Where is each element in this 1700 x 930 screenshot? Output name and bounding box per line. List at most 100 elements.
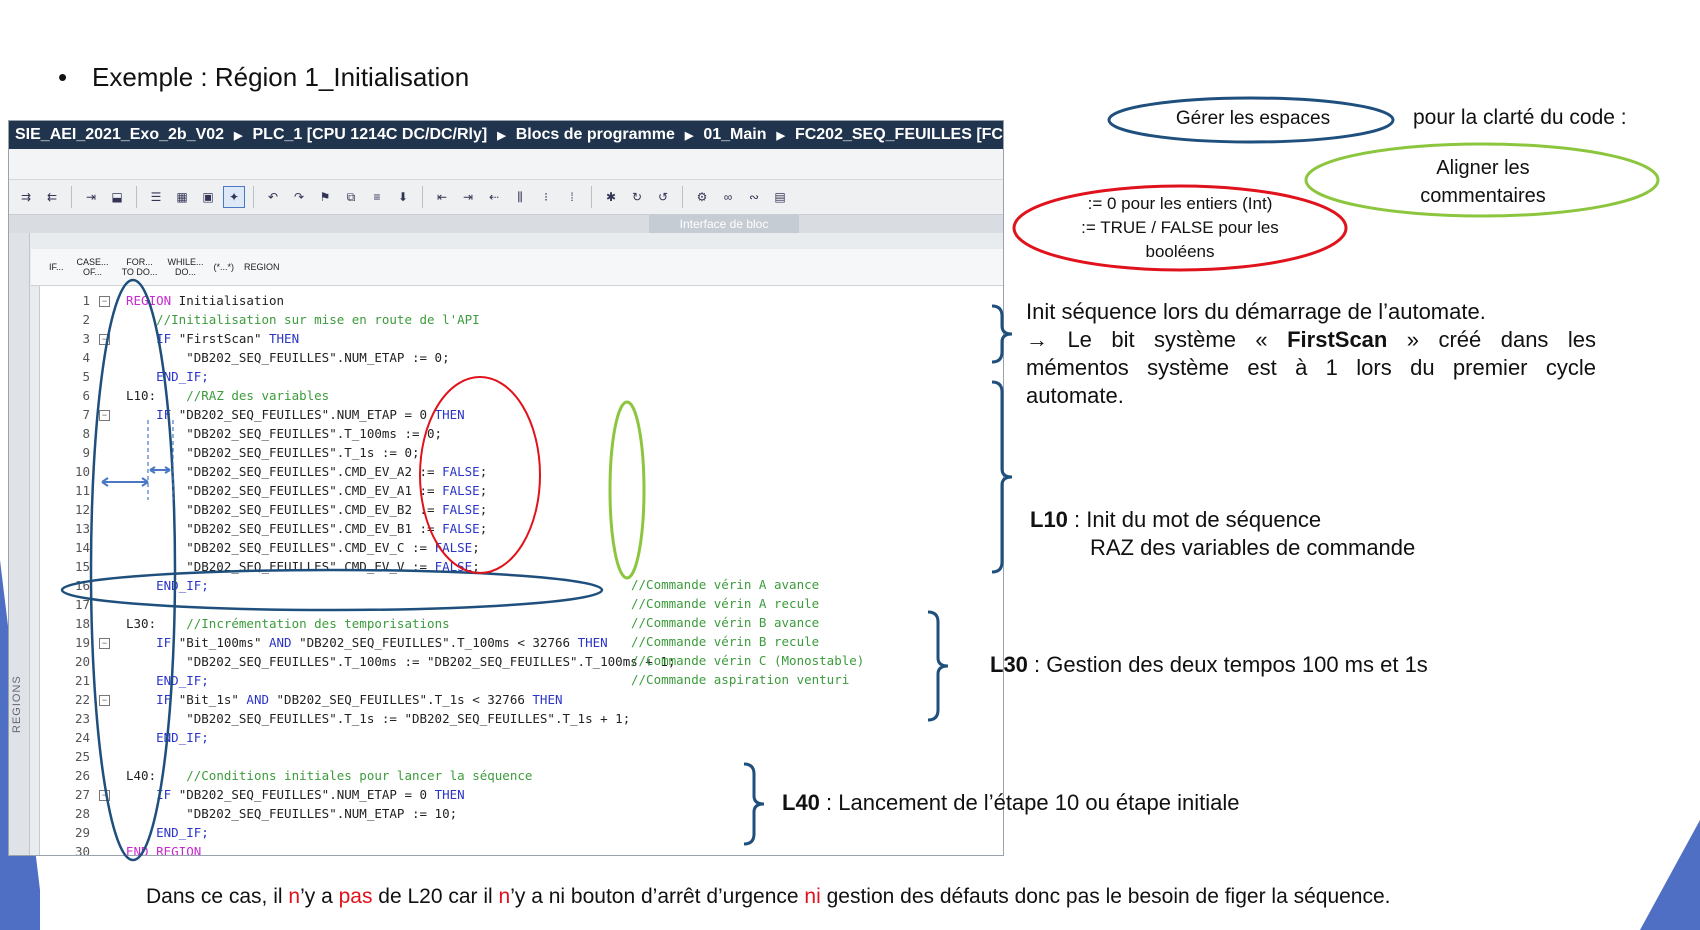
breadcrumb-item-project[interactable]: SIE_AEI_2021_Exo_2b_V02: [15, 126, 225, 143]
instr-for[interactable]: FOR... TO DO...: [121, 257, 158, 277]
footer-part: gestion des défauts donc pas le besoin d…: [820, 885, 1391, 908]
breadcrumb-item-block[interactable]: FC202_SEQ_FEUILLES [FC202]: [794, 126, 1003, 143]
code-line[interactable]: 10 "DB202_SEQ_FEUILLES".CMD_EV_A2 := FAL…: [40, 462, 990, 481]
line-number: 11: [74, 483, 90, 498]
anno-aligner-line2: commentaires: [1420, 185, 1546, 207]
code-line[interactable]: 23 "DB202_SEQ_FEUILLES".T_1s := "DB202_S…: [40, 709, 990, 728]
glasses-off-icon[interactable]: ∾: [748, 190, 760, 204]
increase-indent-icon[interactable]: ⇥: [85, 190, 97, 204]
anno-firstscan-bold: FirstScan: [1287, 327, 1388, 352]
code-token: "DB202_SEQ_FEUILLES".NUM_ETAP := 10;: [126, 806, 458, 821]
instr-region[interactable]: REGION: [244, 262, 280, 272]
code-line[interactable]: 7 IF "DB202_SEQ_FEUILLES".NUM_ETAP = 0 T…: [40, 405, 990, 424]
code-line[interactable]: 5 END_IF;: [40, 367, 990, 386]
code-text: L30: //Incrémentation des temporisations: [126, 614, 450, 633]
code-token: ;: [479, 521, 488, 536]
monitoring-icon[interactable]: ⚙: [696, 190, 708, 204]
regions-sidebar[interactable]: REGIONS: [9, 233, 30, 855]
code-token: "DB202_SEQ_FEUILLES".T_100ms := 0;: [126, 426, 443, 441]
code-line[interactable]: 15 "DB202_SEQ_FEUILLES".CMD_EV_V := FALS…: [40, 557, 990, 576]
instr-comment[interactable]: (*...*): [213, 262, 235, 272]
code-token: ;: [479, 483, 488, 498]
line-number: 17: [74, 597, 90, 612]
regions-label: REGIONS: [11, 675, 23, 733]
refresh-icon[interactable]: ↻: [631, 190, 643, 204]
code-line[interactable]: 8 "DB202_SEQ_FEUILLES".T_100ms := 0;: [40, 424, 990, 443]
code-token: "DB202_SEQ_FEUILLES".CMD_EV_A1 :=: [126, 483, 443, 498]
code-line[interactable]: 14 "DB202_SEQ_FEUILLES".CMD_EV_C := FALS…: [40, 538, 990, 557]
anno-init-line3: booléens: [1145, 242, 1215, 261]
line-number: 23: [74, 711, 90, 726]
code-line[interactable]: 22 IF "Bit_1s" AND "DB202_SEQ_FEUILLES".…: [40, 690, 990, 709]
line-number: 29: [74, 825, 90, 840]
fold-toggle-icon[interactable]: −: [99, 410, 110, 421]
outdent-icon[interactable]: ⇠: [488, 190, 500, 204]
next-error-icon[interactable]: ↷: [293, 190, 305, 204]
glasses-icon[interactable]: ∞: [723, 190, 733, 204]
code-line[interactable]: 11 "DB202_SEQ_FEUILLES".CMD_EV_A1 := FAL…: [40, 481, 990, 500]
favorites-icon[interactable]: ✦: [223, 186, 245, 208]
fold-toggle-icon[interactable]: −: [99, 638, 110, 649]
fold-toggle-icon[interactable]: −: [99, 296, 110, 307]
breadcrumb-separator-icon: ▶: [234, 129, 243, 142]
indent-right-icon[interactable]: ⇥: [462, 190, 474, 204]
code-token: REGION: [126, 293, 172, 308]
download-icon[interactable]: ⬇: [397, 190, 409, 204]
instr-if[interactable]: IF...: [49, 262, 64, 272]
breadcrumb-item-blocks[interactable]: Blocs de programme: [515, 126, 675, 143]
line-number: 8: [82, 426, 90, 441]
side-comment: //Commande vérin A recule: [631, 596, 820, 611]
settings-icon[interactable]: ▤: [774, 190, 786, 204]
fold-toggle-icon[interactable]: −: [99, 790, 110, 801]
compare-icon[interactable]: ⧉: [346, 189, 356, 204]
code-line[interactable]: 9 "DB202_SEQ_FEUILLES".T_1s := 0;: [40, 443, 990, 462]
indent-left-icon[interactable]: ⇤: [436, 190, 448, 204]
fold-toggle-icon[interactable]: −: [99, 695, 110, 706]
editor-toolbar: ⇉ ⇇ ⇥ ⬓ ☰ ▦ ▣ ✦ ↶ ↷ ⚑ ⧉ ≡ ⬇ ⇤ ⇥ ⇠ ⫼ ⁝ ⁞ …: [9, 180, 1003, 215]
code-line[interactable]: 12 "DB202_SEQ_FEUILLES".CMD_EV_B2 := FAL…: [40, 500, 990, 519]
code-line[interactable]: 29 END_IF;: [40, 823, 990, 842]
anno-l30: L30 : Gestion des deux tempos 100 ms et …: [990, 652, 1428, 678]
block-interface-toggle[interactable]: Interface de bloc: [649, 215, 799, 233]
step-icon[interactable]: ↺: [657, 190, 669, 204]
format-icon[interactable]: ≡: [373, 190, 381, 204]
code-token: FALSE: [442, 483, 480, 498]
code-line[interactable]: 2 //Initialisation sur mise en route de …: [40, 310, 990, 329]
breadcrumb-item-plc[interactable]: PLC_1 [CPU 1214C DC/DC/Rly]: [252, 126, 488, 143]
code-line[interactable]: 25: [40, 747, 990, 766]
uncomment-icon[interactable]: ⁞: [570, 190, 574, 204]
instr-case[interactable]: CASE... OF...: [76, 257, 109, 277]
code-line[interactable]: 28 "DB202_SEQ_FEUILLES".NUM_ETAP := 10;: [40, 804, 990, 823]
go-to-error-icon[interactable]: ↶: [267, 190, 279, 204]
breadcrumb-item-main[interactable]: 01_Main: [703, 126, 767, 143]
toolbar-separator: [591, 186, 592, 208]
bookmark-icon[interactable]: ⚑: [319, 190, 331, 204]
toolbar-separator: [682, 186, 683, 208]
expand-icon[interactable]: ⬓: [111, 190, 123, 204]
fold-toggle-icon[interactable]: −: [99, 334, 110, 345]
table-icon[interactable]: ▦: [176, 190, 188, 204]
code-line[interactable]: 20 "DB202_SEQ_FEUILLES".T_100ms := "DB20…: [40, 652, 990, 671]
footer-note: Dans ce cas, il n’y a pas de L20 car il …: [146, 885, 1391, 909]
delete-network-icon[interactable]: ⇇: [46, 190, 58, 204]
side-comment: //Commande vérin C (Monostable): [631, 653, 865, 668]
code-line[interactable]: 3 IF "FirstScan" THEN: [40, 329, 990, 348]
monitor-icon[interactable]: ▣: [202, 190, 214, 204]
breakpoint-icon[interactable]: ✱: [605, 190, 617, 204]
comment-icon[interactable]: ⁝: [544, 190, 548, 204]
insert-network-icon[interactable]: ⇉: [20, 190, 32, 204]
code-line[interactable]: 24 END_IF;: [40, 728, 990, 747]
list-icon[interactable]: ☰: [150, 190, 162, 204]
code-line[interactable]: 4 "DB202_SEQ_FEUILLES".NUM_ETAP := 0;: [40, 348, 990, 367]
instr-while[interactable]: WHILE... DO...: [167, 257, 204, 277]
align-comments-icon[interactable]: ⫼: [517, 189, 523, 204]
code-text: "DB202_SEQ_FEUILLES".NUM_ETAP := 0;: [126, 348, 449, 367]
code-line[interactable]: 13 "DB202_SEQ_FEUILLES".CMD_EV_B1 := FAL…: [40, 519, 990, 538]
line-number: 20: [74, 654, 90, 669]
